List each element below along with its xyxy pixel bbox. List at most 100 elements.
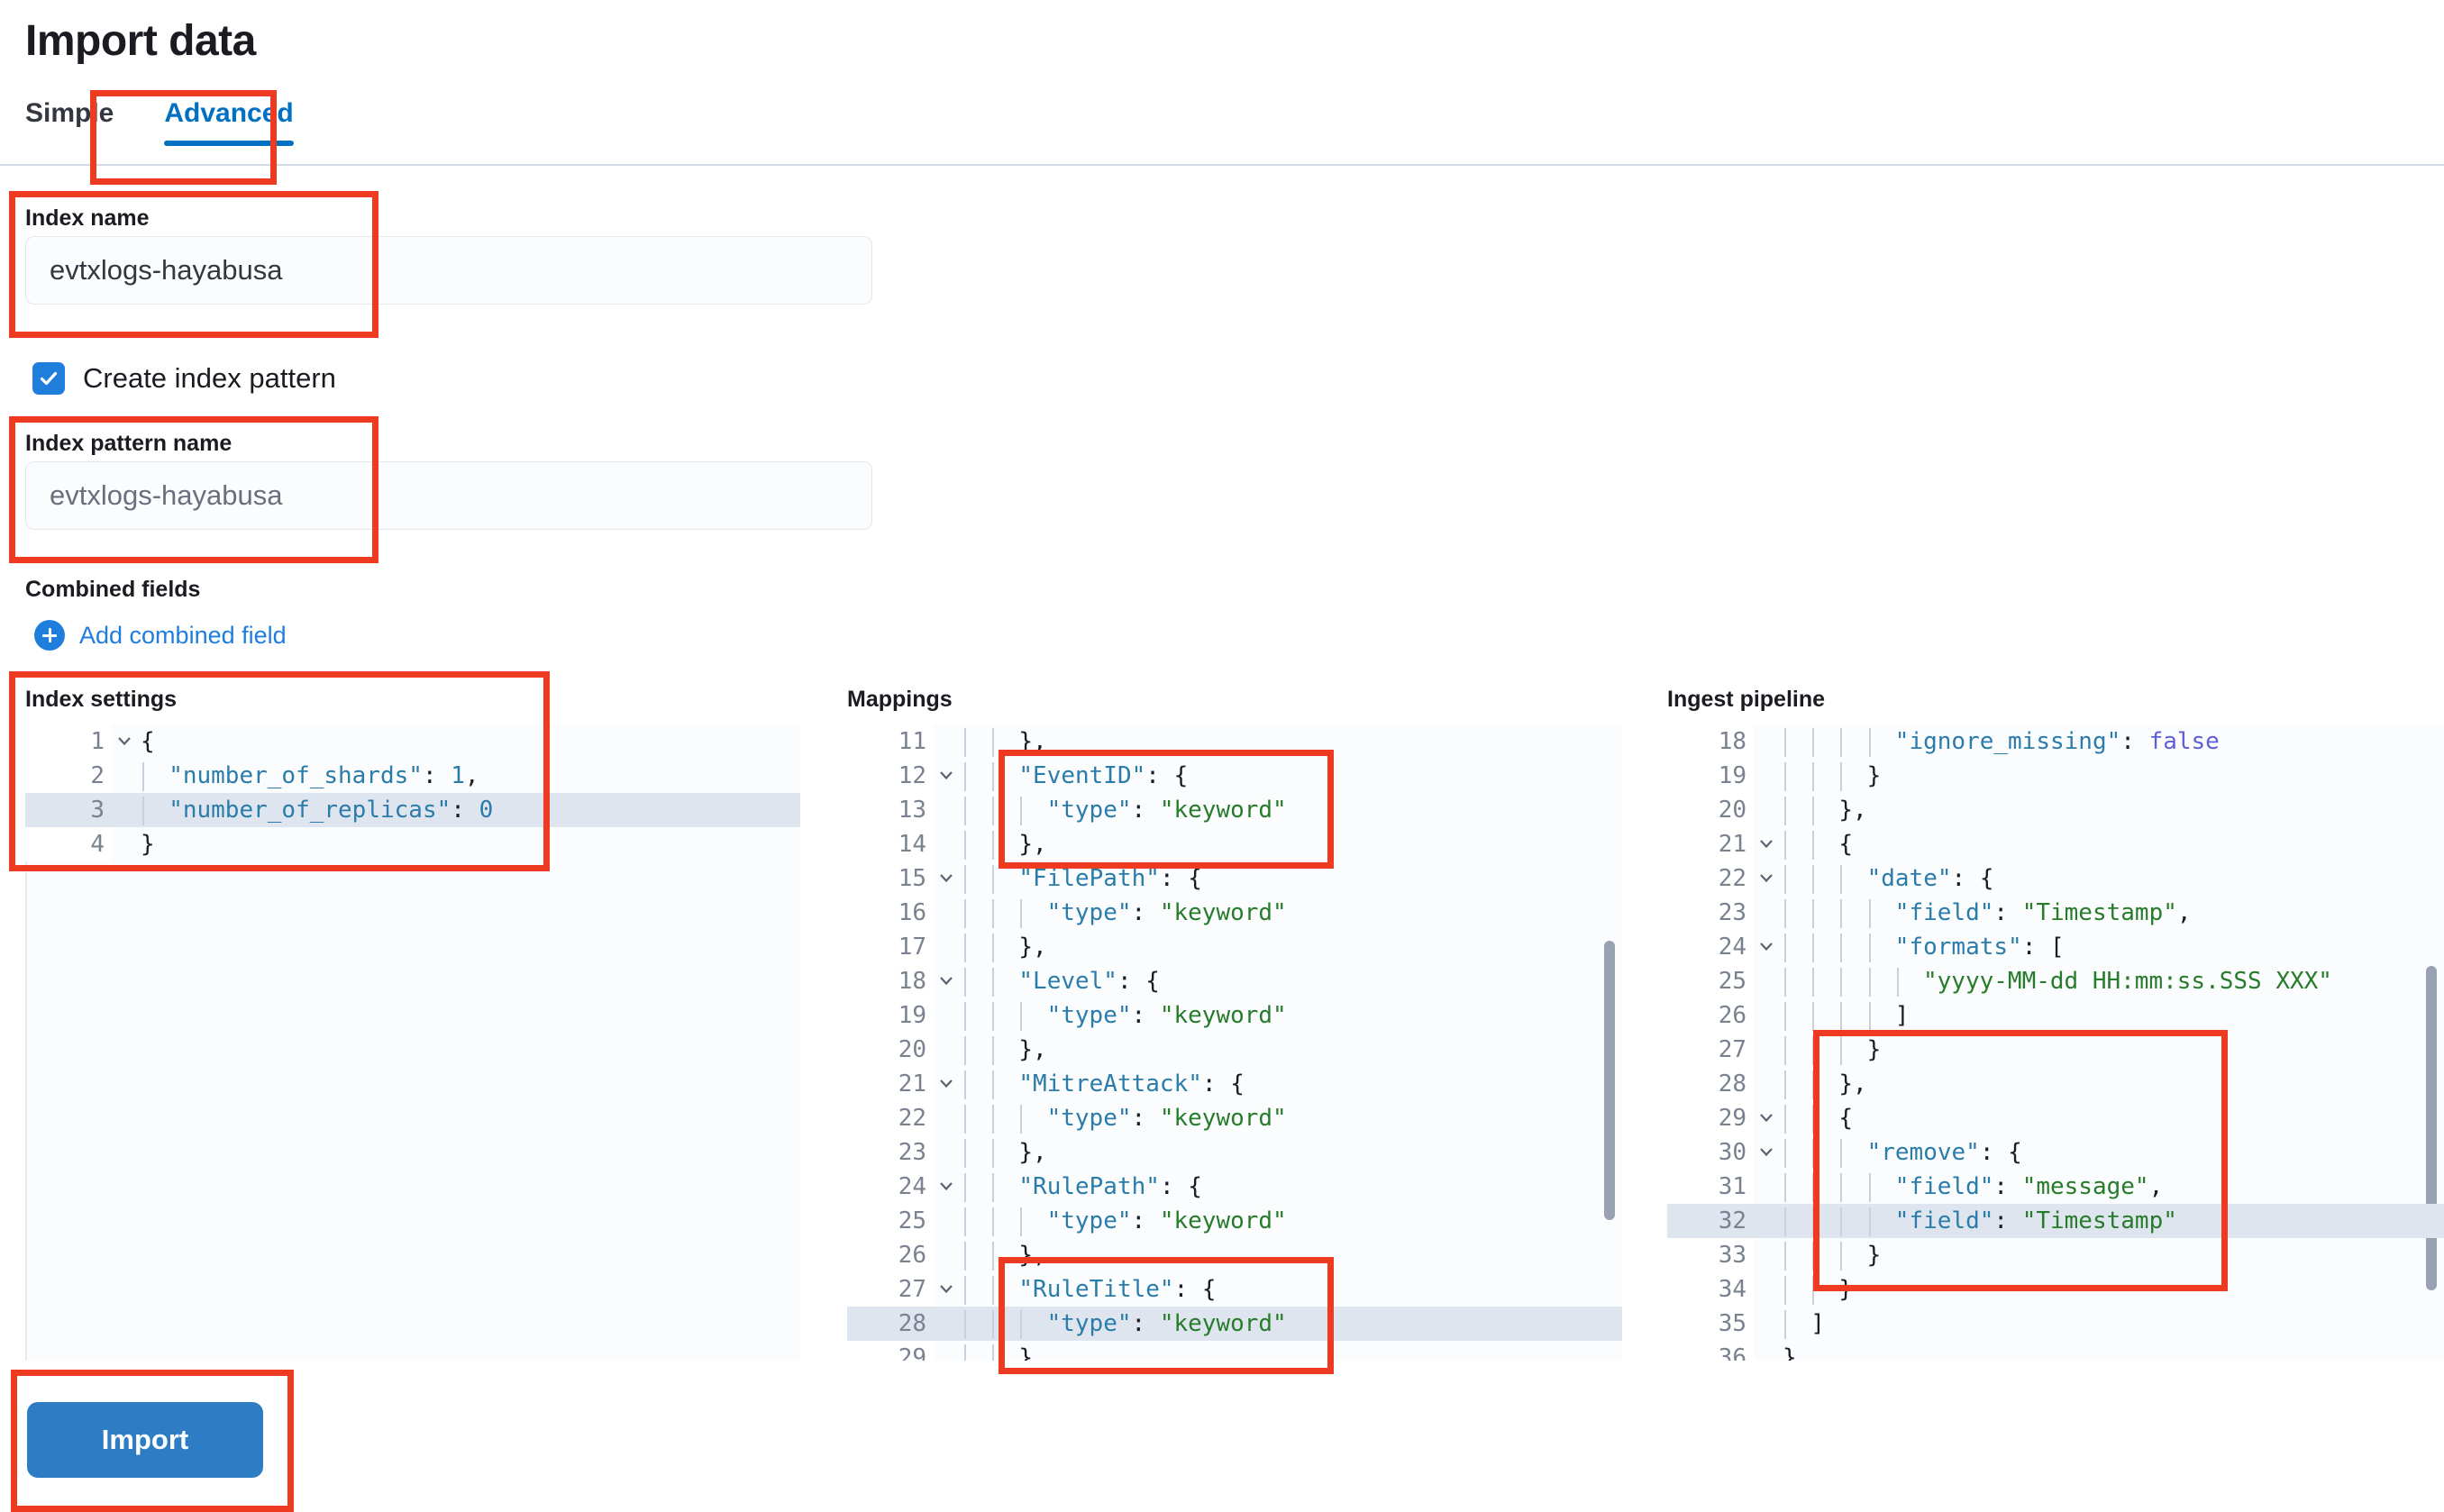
code-line[interactable]: 25"yyyy-MM-dd HH:mm:ss.SSS XXX" [1667, 964, 2444, 998]
code-line[interactable]: 30"remove": { [1667, 1135, 2444, 1170]
code-line[interactable]: 3"number_of_replicas": 0 [25, 793, 800, 827]
index-pattern-name-input[interactable]: evtxlogs-hayabusa [25, 461, 872, 530]
code-line[interactable]: 26] [1667, 998, 2444, 1033]
line-number: 16 [847, 896, 934, 930]
code-line[interactable]: 31"field": "message", [1667, 1170, 2444, 1204]
line-number: 22 [847, 1101, 934, 1135]
line-number: 1 [25, 724, 112, 759]
code-line[interactable]: 22"type": "keyword" [847, 1101, 1622, 1135]
code-line[interactable]: 1{ [25, 724, 800, 759]
code-line[interactable]: 36} [1667, 1341, 2444, 1361]
code-line[interactable]: 18"ignore_missing": false [1667, 724, 2444, 759]
line-number: 28 [1667, 1067, 1754, 1101]
line-number: 18 [847, 964, 934, 998]
code-line[interactable]: 29{ [1667, 1101, 2444, 1135]
line-number: 29 [1667, 1101, 1754, 1135]
code-line[interactable]: 19} [1667, 759, 2444, 793]
index-settings-editor[interactable]: 1{2"number_of_shards": 1,3"number_of_rep… [25, 724, 800, 1361]
fold-chevron-down-icon[interactable] [1755, 861, 1777, 896]
fold-chevron-down-icon[interactable] [1755, 1101, 1777, 1135]
code-line[interactable]: 29}, [847, 1341, 1622, 1361]
code-line[interactable]: 35] [1667, 1307, 2444, 1341]
code-line[interactable]: 28"type": "keyword" [847, 1307, 1622, 1341]
line-number: 27 [847, 1272, 934, 1307]
create-index-pattern-row[interactable]: Create index pattern [32, 362, 336, 395]
code-line[interactable]: 20}, [847, 1033, 1622, 1067]
code-line[interactable]: 21"MitreAttack": { [847, 1067, 1622, 1101]
code-line[interactable]: 24"RulePath": { [847, 1170, 1622, 1204]
create-index-pattern-label: Create index pattern [83, 362, 336, 394]
code-line[interactable]: 23"field": "Timestamp", [1667, 896, 2444, 930]
line-number: 20 [847, 1033, 934, 1067]
mappings-scrollbar[interactable] [1604, 941, 1615, 1220]
mappings-title: Mappings [847, 687, 953, 712]
line-number: 26 [1667, 998, 1754, 1033]
line-number: 28 [847, 1307, 934, 1341]
code-line[interactable]: 14}, [847, 827, 1622, 861]
line-number: 21 [847, 1067, 934, 1101]
fold-chevron-down-icon[interactable] [1755, 930, 1777, 964]
code-line[interactable]: 15"FilePath": { [847, 861, 1622, 896]
code-line[interactable]: 20}, [1667, 793, 2444, 827]
tab-divider [0, 164, 2444, 166]
line-number: 12 [847, 759, 934, 793]
line-number: 19 [1667, 759, 1754, 793]
fold-chevron-down-icon[interactable] [1755, 1135, 1777, 1170]
code-line[interactable]: 34} [1667, 1272, 2444, 1307]
code-line[interactable]: 24"formats": [ [1667, 930, 2444, 964]
checkbox-checked-icon[interactable] [32, 362, 65, 395]
fold-chevron-down-icon[interactable] [935, 759, 957, 793]
line-number: 14 [847, 827, 934, 861]
code-line[interactable]: 21{ [1667, 827, 2444, 861]
code-line[interactable]: 17}, [847, 930, 1622, 964]
code-line[interactable]: 11}, [847, 724, 1622, 759]
index-name-input[interactable]: evtxlogs-hayabusa [25, 236, 872, 305]
line-number: 32 [1667, 1204, 1754, 1238]
code-line[interactable]: 2"number_of_shards": 1, [25, 759, 800, 793]
line-number: 29 [847, 1341, 934, 1361]
code-line[interactable]: 12"EventID": { [847, 759, 1622, 793]
line-number: 15 [847, 861, 934, 896]
fold-chevron-down-icon[interactable] [1755, 827, 1777, 861]
code-line[interactable]: 25"type": "keyword" [847, 1204, 1622, 1238]
fold-chevron-down-icon[interactable] [935, 1272, 957, 1307]
fold-chevron-down-icon[interactable] [935, 1067, 957, 1101]
fold-chevron-down-icon[interactable] [935, 964, 957, 998]
code-line[interactable]: 33} [1667, 1238, 2444, 1272]
index-settings-title: Index settings [25, 687, 178, 712]
code-line[interactable]: 28}, [1667, 1067, 2444, 1101]
code-line[interactable]: 22"date": { [1667, 861, 2444, 896]
ingest-pipeline-title: Ingest pipeline [1667, 687, 1826, 712]
add-combined-field-button[interactable]: Add combined field [34, 620, 287, 651]
code-line[interactable]: 4} [25, 827, 800, 861]
line-number: 18 [1667, 724, 1754, 759]
line-number: 17 [847, 930, 934, 964]
tab-simple[interactable]: Simple [25, 98, 114, 128]
code-line[interactable]: 18"Level": { [847, 964, 1622, 998]
line-number: 3 [25, 793, 112, 827]
code-line[interactable]: 13"type": "keyword" [847, 793, 1622, 827]
line-number: 24 [847, 1170, 934, 1204]
fold-chevron-down-icon[interactable] [114, 724, 135, 759]
code-line[interactable]: 23}, [847, 1135, 1622, 1170]
line-number: 4 [25, 827, 112, 861]
code-line[interactable]: 27"RuleTitle": { [847, 1272, 1622, 1307]
code-line[interactable]: 32"field": "Timestamp" [1667, 1204, 2444, 1238]
line-number: 20 [1667, 793, 1754, 827]
line-number: 21 [1667, 827, 1754, 861]
fold-chevron-down-icon[interactable] [935, 1170, 957, 1204]
code-line[interactable]: 19"type": "keyword" [847, 998, 1622, 1033]
code-line[interactable]: 16"type": "keyword" [847, 896, 1622, 930]
fold-chevron-down-icon[interactable] [935, 861, 957, 896]
tab-bar: Simple Advanced [25, 97, 319, 146]
code-line[interactable]: 26}, [847, 1238, 1622, 1272]
line-number: 19 [847, 998, 934, 1033]
code-line[interactable]: 27} [1667, 1033, 2444, 1067]
line-number: 13 [847, 793, 934, 827]
editor-gutter-border [25, 724, 27, 1361]
mappings-editor[interactable]: 11},12"EventID": {13"type": "keyword"14}… [847, 724, 1622, 1361]
line-number: 2 [25, 759, 112, 793]
tab-advanced[interactable]: Advanced [139, 97, 318, 146]
import-button[interactable]: Import [27, 1402, 263, 1478]
